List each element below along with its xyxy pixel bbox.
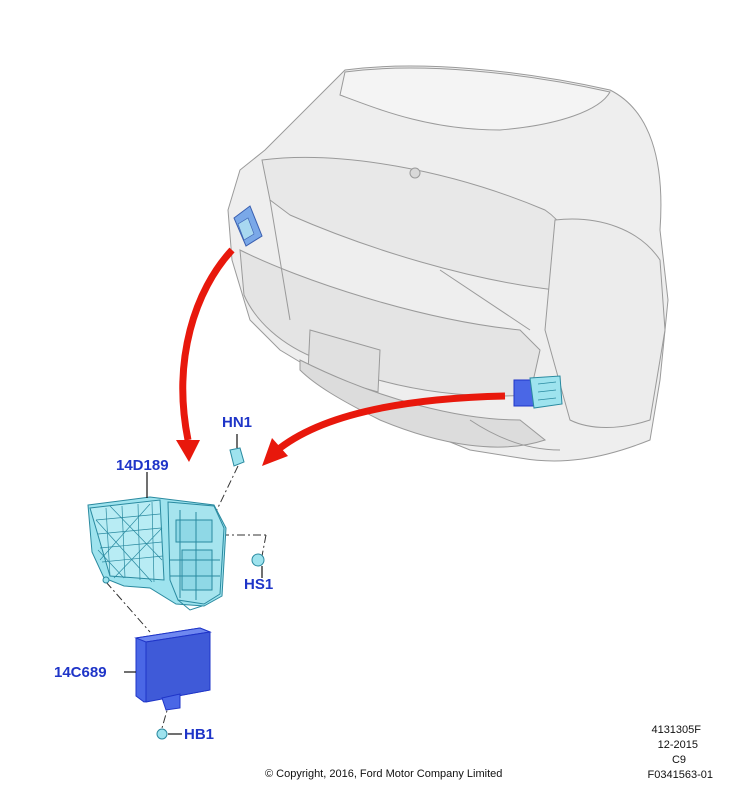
bracket-grid [95, 501, 164, 583]
callout-hb1: HB1 [184, 726, 215, 743]
locator-left [233, 205, 263, 247]
copyright-text: © Copyright, 2016, Ford Motor Company Li… [265, 768, 503, 780]
arrow-left [179, 247, 235, 441]
trunk-emblem [409, 167, 421, 179]
locator-right [513, 375, 563, 409]
arrow-right-head [262, 438, 288, 466]
right-fender [544, 218, 666, 428]
callout-hn1: HN1 [222, 414, 253, 431]
arrow-left-head [176, 440, 200, 462]
module-14c689 [124, 627, 212, 711]
callout-14d189: 14D189 [116, 457, 169, 474]
bracket-14d189 [87, 472, 227, 611]
red-arrows [176, 247, 506, 466]
ref-figure-id: F0341563-01 [647, 769, 713, 781]
arrow-right [277, 392, 506, 451]
car-roof [339, 67, 611, 131]
hb1-bolt [156, 728, 182, 740]
hn1-nut [229, 434, 245, 467]
ref-revision: C9 [671, 754, 686, 766]
hs1-screw [251, 553, 265, 578]
callout-hs1: HS1 [244, 576, 274, 593]
callout-14c689: 14C689 [54, 664, 107, 681]
ref-date: 12-2015 [657, 739, 698, 751]
ref-part-number: 4131305F [651, 724, 701, 736]
